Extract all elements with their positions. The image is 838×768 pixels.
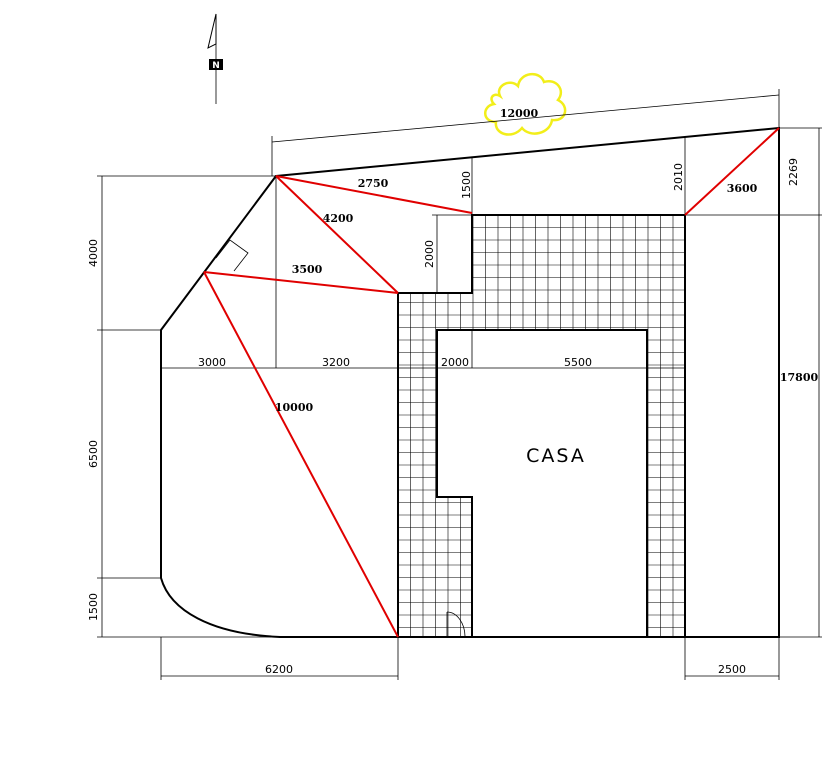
dim-label-4000: 4000 bbox=[87, 239, 100, 267]
north-label: N bbox=[212, 61, 220, 71]
dim-label-17800: 17800 bbox=[780, 371, 819, 384]
dimension-row-bottom: 6200 2500 bbox=[160, 637, 780, 680]
triangulation-lines: 2750 4200 3500 10000 3600 bbox=[203, 127, 780, 638]
dim-label-2269: 2269 bbox=[787, 158, 800, 186]
red-label-2750: 2750 bbox=[358, 177, 389, 190]
dimension-row-middle: 3000 3200 2000 5500 bbox=[161, 176, 685, 369]
red-label-10000: 10000 bbox=[275, 401, 314, 414]
dim-label-12000: 12000 bbox=[500, 107, 539, 120]
dim-label-1500-left: 1500 bbox=[87, 593, 100, 621]
red-label-3600: 3600 bbox=[727, 182, 758, 195]
dim-label-6200: 6200 bbox=[265, 663, 293, 676]
red-label-4200: 4200 bbox=[323, 212, 354, 225]
house-outline bbox=[397, 214, 686, 638]
dimension-column-left: 4000 6500 1500 bbox=[87, 175, 280, 638]
house-floor-grid bbox=[398, 215, 685, 637]
dim-label-6500: 6500 bbox=[87, 440, 100, 468]
red-label-3500: 3500 bbox=[292, 263, 323, 276]
door-symbol-icon bbox=[446, 611, 466, 638]
dimension-column-right: 2269 17800 bbox=[685, 127, 822, 638]
dim-label-3000: 3000 bbox=[198, 356, 226, 369]
dim-label-5500: 5500 bbox=[564, 356, 592, 369]
dim-label-2000-horizontal: 2000 bbox=[441, 356, 469, 369]
dimension-12000: 12000 bbox=[271, 89, 780, 176]
highlight-cloud bbox=[484, 73, 567, 136]
north-arrow-icon: N bbox=[207, 13, 223, 104]
dim-label-2500: 2500 bbox=[718, 663, 746, 676]
dim-label-2000-vertical: 2000 bbox=[423, 240, 436, 268]
building-label: CASA bbox=[526, 445, 586, 467]
dim-label-3200: 3200 bbox=[322, 356, 350, 369]
lot-boundary bbox=[160, 126, 780, 638]
dim-label-1500-top: 1500 bbox=[460, 171, 473, 199]
dimension-interior-vertical: 1500 2000 2010 bbox=[423, 136, 686, 293]
dim-label-2010: 2010 bbox=[672, 163, 685, 191]
right-angle-marker bbox=[215, 239, 249, 272]
